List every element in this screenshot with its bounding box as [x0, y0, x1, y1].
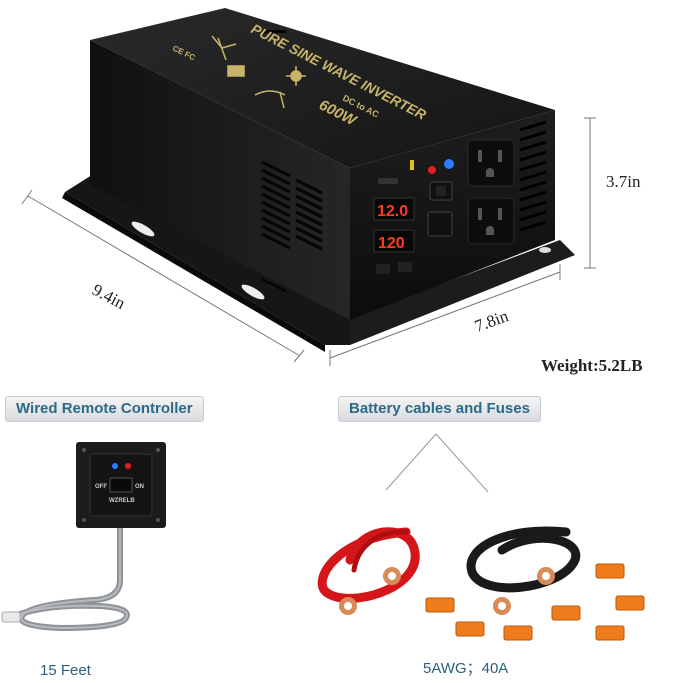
black-cable-lugs [493, 567, 555, 615]
red-cable-lugs [339, 567, 401, 615]
remote-on-label: ON [135, 484, 144, 490]
remote-brand: WZRELB [109, 498, 135, 504]
rj-remote-port [427, 211, 453, 237]
remote-section-header: Wired Remote Controller [5, 396, 204, 422]
red-led-icon [428, 166, 436, 174]
rj-connector [1, 611, 21, 623]
cables-fuses-image [317, 433, 645, 641]
mounting-flange [62, 175, 575, 352]
inverter-image: CE FC PURE SINE WAVE INVERTER DC to AC 6… [21, 8, 596, 366]
remote-blue-led-icon [112, 463, 118, 469]
height-dimension-label: 3.7in [606, 172, 641, 191]
dimension-lines [21, 117, 596, 366]
yellow-led-icon [410, 160, 414, 170]
weight-label: Weight:5.2LB [541, 356, 643, 375]
front-vents [519, 120, 547, 232]
battery-terminals [376, 262, 412, 274]
side-vent-slots [261, 160, 323, 251]
remote-red-led-icon [125, 463, 131, 469]
usb-port [378, 178, 398, 184]
remote-cable-length-caption: 15 Feet [40, 662, 91, 679]
black-battery-cable [466, 526, 581, 593]
remote-switch [109, 477, 133, 493]
inverter-left-face [90, 40, 350, 320]
cables-section-header: Battery cables and Fuses [338, 396, 541, 422]
wind-solar-icon [211, 35, 306, 109]
ac-outlet-top [467, 139, 515, 187]
display-bottom-value: 120 [378, 235, 405, 252]
blue-led-icon [444, 159, 454, 169]
remote-controller-image: OFF ON WZRELB [1, 442, 166, 632]
inverter-top-face [90, 8, 555, 168]
cables-spec-caption: 5AWG；40A [423, 660, 509, 677]
remote-off-label: OFF [95, 484, 107, 490]
ac-outlet-bottom [467, 197, 515, 245]
display-top-value: 12.0 [377, 203, 408, 220]
voltage-display-bottom [373, 229, 415, 253]
red-battery-cable [317, 527, 420, 603]
side-vents [262, 30, 286, 293]
bracket-lines [385, 433, 489, 493]
fuse-set [425, 563, 645, 641]
voltage-display-top [373, 197, 415, 221]
